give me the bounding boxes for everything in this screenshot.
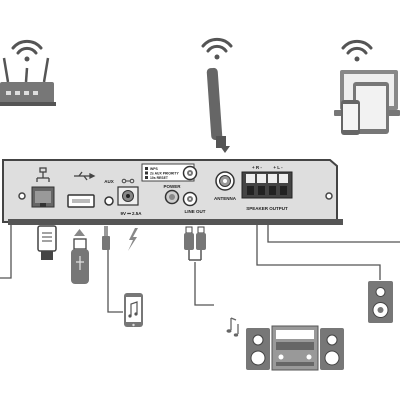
- aux-line: [107, 250, 123, 313]
- info-line-wps: WPS: [150, 167, 158, 171]
- phone-icon: [341, 100, 360, 135]
- dc-polarity-icon: [121, 178, 135, 184]
- rca-plugs-icon: [184, 226, 206, 261]
- speaker-output-label: SPEAKER OUTPUT: [246, 206, 288, 211]
- dc-power-jack[interactable]: [117, 186, 139, 206]
- router-icon: [0, 57, 56, 106]
- ethernet-line: [0, 225, 12, 279]
- info-line-aux-priority: 2s AUX PRIORITY: [150, 172, 179, 176]
- music-note-icon: [226, 317, 239, 337]
- antenna-connector[interactable]: [215, 171, 235, 191]
- screw-left-icon: [18, 192, 26, 200]
- wifi-right-icon: [341, 39, 373, 62]
- speaker-line-2: [267, 225, 400, 243]
- usb-arrow-icon: [74, 229, 85, 236]
- lightning-bolt-icon: [128, 228, 138, 251]
- antenna-icon: [206, 67, 226, 148]
- antenna-arrow-icon: [220, 146, 230, 153]
- line-out-top-jack[interactable]: [182, 165, 198, 181]
- usb-drive-icon: [71, 238, 89, 284]
- ethernet-plug-icon: [37, 225, 57, 260]
- stereo-system-icon: [246, 325, 344, 371]
- phone-music-icon: [124, 293, 143, 327]
- usb-symbol-icon: [74, 171, 96, 181]
- ethernet-port[interactable]: [31, 186, 55, 208]
- aux-label: AUX: [104, 179, 114, 184]
- aux-plug-icon: [102, 226, 110, 250]
- speaker-l-label: + L -: [273, 165, 283, 170]
- wifi-center-icon: [201, 37, 233, 60]
- tablet-icon: [353, 82, 389, 134]
- info-line-reset: 10s RESET: [150, 176, 169, 180]
- power-button-center: [169, 194, 175, 200]
- line-out-label: LINE OUT: [185, 209, 206, 214]
- screw-right-icon: [325, 192, 333, 200]
- connection-lines: [0, 225, 400, 313]
- speaker-icon: [368, 281, 393, 323]
- aux-jack[interactable]: [104, 196, 114, 206]
- network-symbol-icon: [36, 167, 50, 182]
- speaker-line-1: [256, 225, 381, 280]
- speaker-terminal-block[interactable]: [241, 171, 293, 199]
- wifi-left-icon: [11, 39, 43, 62]
- line-out-line: [194, 262, 214, 306]
- line-out-bottom-jack[interactable]: [182, 191, 198, 207]
- dc-rating-label: 9V ⎓ 2.5A: [120, 211, 142, 216]
- power-label: POWER: [163, 184, 181, 189]
- speaker-r-label: + R -: [252, 165, 262, 170]
- antenna-label: ANTENNA: [214, 196, 237, 201]
- usb-port[interactable]: [67, 194, 95, 208]
